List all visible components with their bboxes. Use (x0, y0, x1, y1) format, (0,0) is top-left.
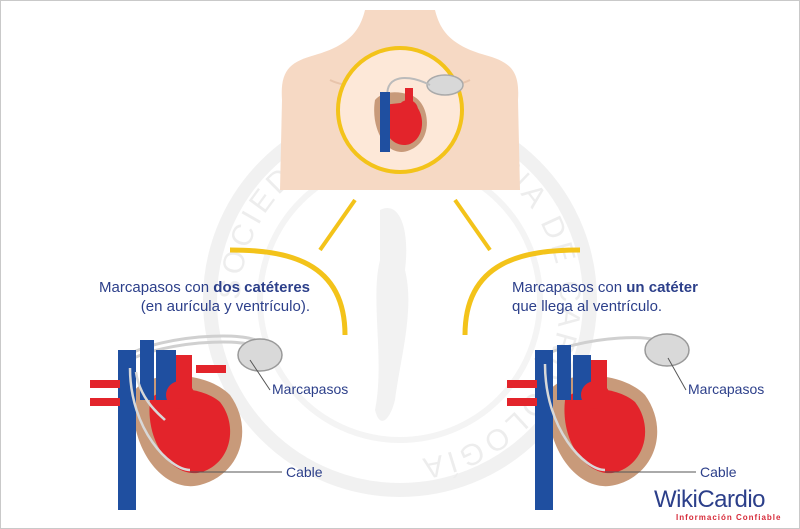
wikicardio-logo: WikiCardio Información Confiable (654, 486, 794, 526)
label-cable-left: Cable (286, 464, 323, 480)
heart-dual-lead-illustration (90, 334, 283, 510)
logo-wordmark: WikiCardio (654, 486, 766, 513)
label-cable-right: Cable (700, 464, 737, 480)
connector-arcs (229, 198, 581, 336)
logo-tagline: Información Confiable (676, 513, 782, 522)
label-pacemaker-right: Marcapasos (688, 381, 765, 397)
caption-dual-chamber: Marcapasos con dos catéteres (en aurícul… (99, 279, 310, 315)
heart-single-lead-illustration (507, 333, 690, 510)
label-pacemaker-left: Marcapasos (272, 381, 349, 397)
torso-illustration (280, 10, 520, 190)
caption-single-chamber: Marcapasos con un catéter que llega al v… (512, 279, 698, 315)
